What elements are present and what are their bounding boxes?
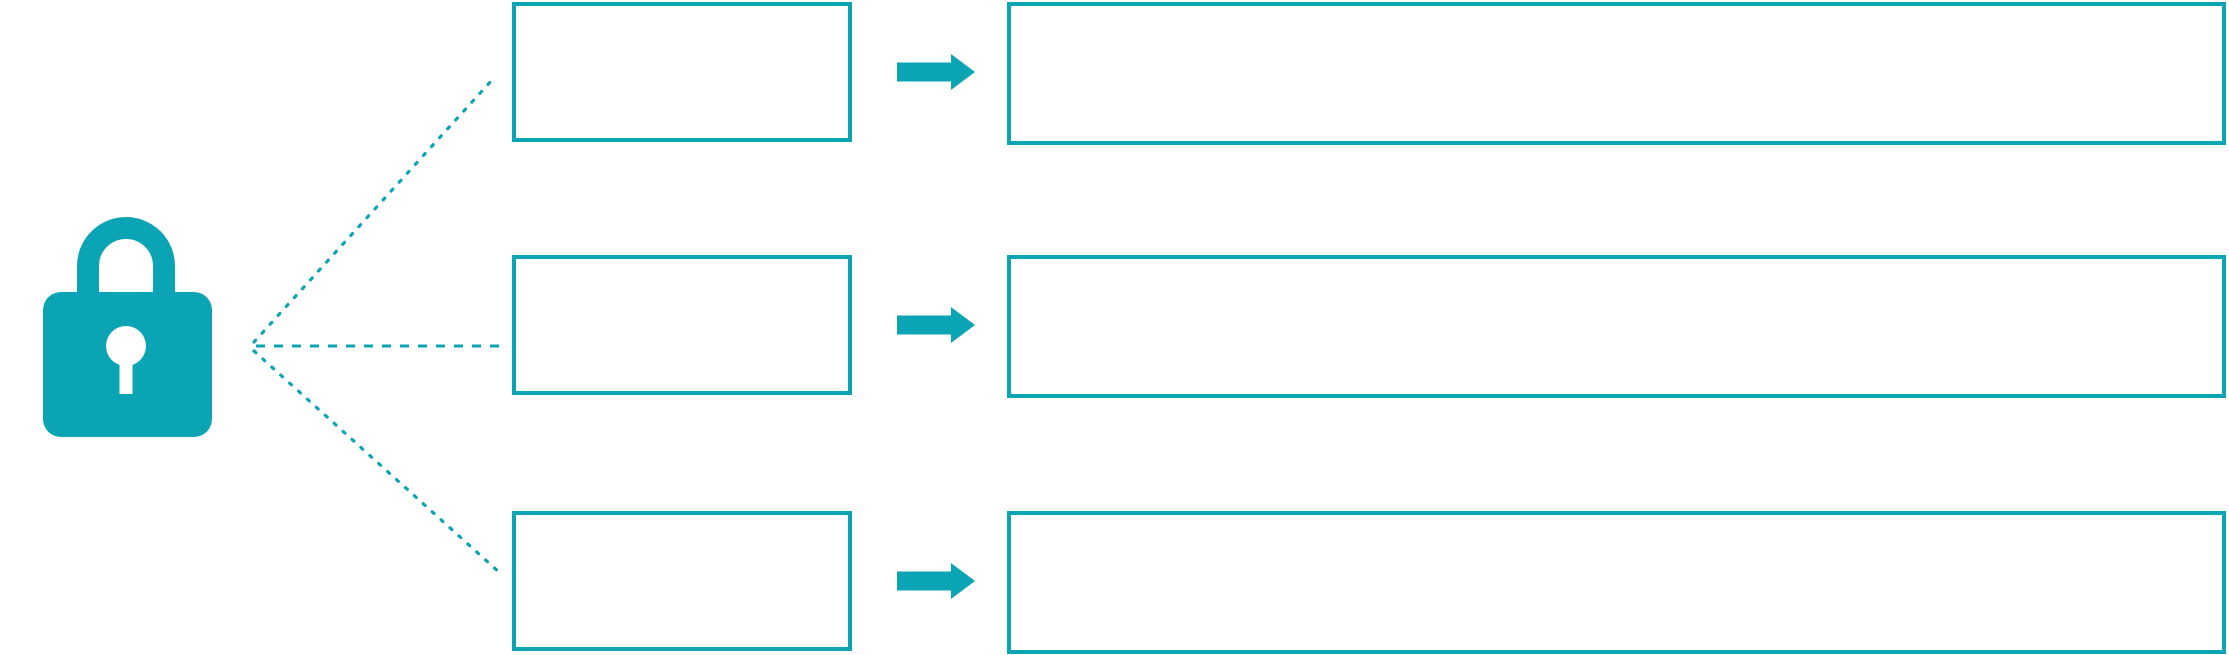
connector-lines [252,78,504,575]
lock-icon [43,217,212,437]
connector-line-top [252,78,494,344]
arrow-right-icon [897,54,975,90]
term-box-3[interactable] [512,511,852,651]
term-box-2[interactable] [512,255,852,395]
description-box-1[interactable] [1007,2,2226,145]
arrow-right-icon [897,563,975,599]
term-box-1[interactable] [512,2,852,142]
lock-keyhole-stem [119,346,133,394]
description-box-3[interactable] [1007,511,2226,654]
description-box-2[interactable] [1007,255,2226,398]
arrow-right-icon [897,307,975,343]
lock-shackle [77,217,175,296]
connector-line-bottom [252,349,502,575]
